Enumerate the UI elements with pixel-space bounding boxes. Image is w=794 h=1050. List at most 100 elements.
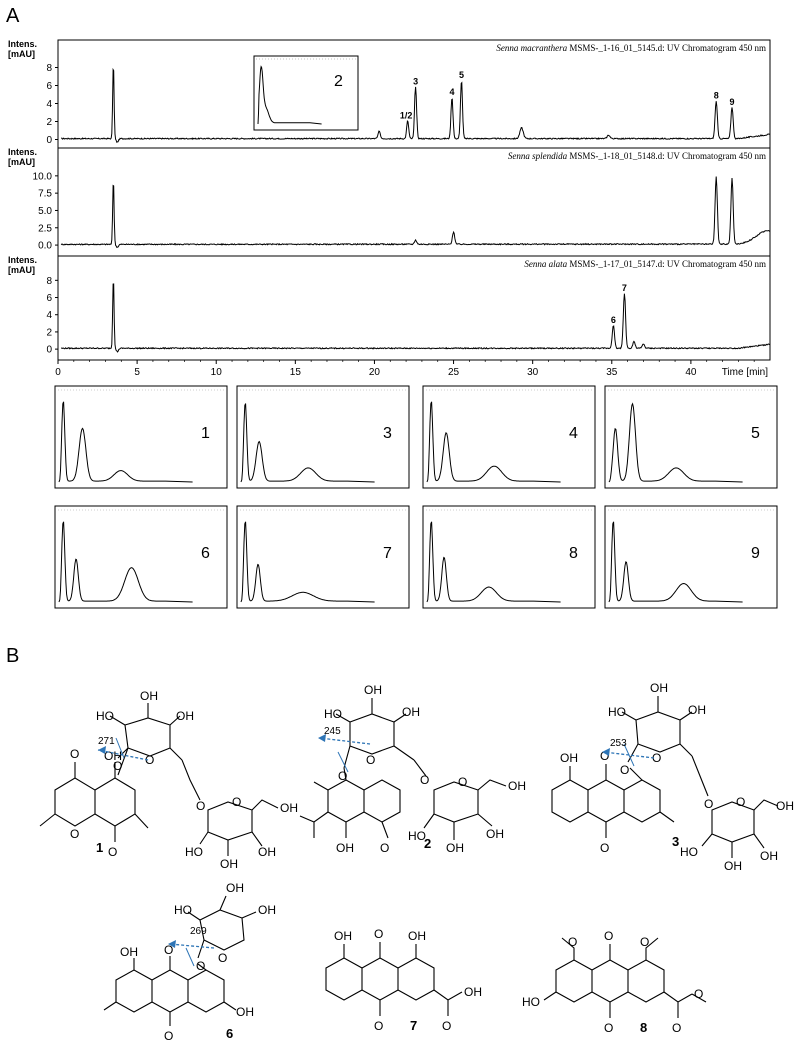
atom-label: OH: [364, 683, 382, 697]
structure-compound-3: HO OH OH O O O O OH HO OH OH OH O O 253: [551, 681, 794, 873]
structure-panel: HO OH OH O O O O OH HO OH OH O OH O O: [39, 681, 794, 1043]
chromatogram-title: Senna alata MSMS-_1-17_01_5147.d: UV Chr…: [524, 259, 766, 269]
y-tick-label: 8: [46, 276, 52, 287]
uv-spectrum-label: 6: [201, 545, 210, 562]
fragment-mass: 269: [190, 926, 207, 937]
atom-label: OH: [446, 841, 464, 855]
atom-label: O: [108, 845, 117, 859]
atom-label: O: [640, 935, 649, 949]
y-axis-label: Intens.: [8, 147, 37, 157]
atom-label: HO: [408, 829, 426, 843]
chromatogram-frame: [57, 255, 771, 361]
aromatic-ring: [151, 969, 189, 1013]
aromatic-ring: [361, 957, 399, 1001]
bond-set: [299, 767, 389, 839]
aromatic-ring: [115, 969, 153, 1013]
atom-label: O: [600, 749, 609, 763]
atom-label: OH: [336, 841, 354, 855]
y-tick-label: 6: [46, 293, 52, 304]
atom-label: O: [694, 987, 703, 1001]
bond-set: [569, 764, 675, 838]
structure-compound-1: HO OH OH O O O O OH HO OH OH O OH O O: [39, 689, 298, 871]
x-tick-label: 25: [448, 367, 460, 378]
aromatic-ring: [587, 779, 625, 823]
atom-label: OH: [176, 709, 194, 723]
uv-spectrum-trace: [58, 401, 193, 483]
glucose-ring: [207, 801, 253, 841]
glucose-ring: [433, 781, 479, 823]
atom-label: OH: [334, 929, 352, 943]
atom-label: OH: [140, 689, 158, 703]
bond-set: [691, 755, 709, 797]
atom-label: OH: [776, 799, 794, 813]
atom-label: OH: [724, 859, 742, 873]
bond-set: [701, 799, 779, 858]
uv-spectrum-trace: [608, 402, 743, 483]
chromatogram-title: Senna macranthera MSMS-_1-16_01_5145.d: …: [496, 43, 766, 53]
atom-label: HO: [174, 903, 192, 917]
bond-set: [103, 956, 237, 1026]
compound-label: 8: [640, 1020, 647, 1035]
atom-label: OH: [560, 751, 578, 765]
compound-label: 6: [226, 1026, 233, 1041]
uv-spectrum-trace: [608, 521, 743, 603]
atom-label: O: [620, 763, 629, 777]
uv-spectrum-label: 1: [201, 425, 210, 442]
uv-spectrum-box: [236, 505, 410, 609]
uv-spectrum-trace: [240, 403, 375, 483]
atom-label: O: [380, 841, 389, 855]
atom-label: O: [420, 773, 429, 787]
peak-label: 4: [449, 87, 454, 97]
uv-spectrum-box: [236, 385, 410, 489]
inset-spectrum-label: 2: [334, 73, 343, 90]
panel-label-a: A: [6, 5, 20, 27]
y-axis-label: [mAU]: [8, 265, 35, 275]
bond-set: [181, 759, 201, 801]
atom-label: OH: [258, 903, 276, 917]
atom-label: O: [374, 927, 383, 941]
atom-label: O: [164, 1029, 173, 1043]
atom-label: O: [442, 1019, 451, 1033]
cleavage-line: [185, 947, 195, 967]
y-tick-label: 6: [46, 81, 52, 92]
x-tick-label: 20: [369, 367, 381, 378]
aromatic-ring: [397, 957, 435, 1001]
peak-label: 7: [622, 283, 627, 293]
atom-label: O: [604, 1021, 613, 1035]
peak-label: 1/2: [400, 111, 413, 121]
fragment-mass: 271: [98, 736, 115, 747]
atom-label: OH: [220, 857, 238, 871]
atom-label: OH: [464, 985, 482, 999]
compound-label: 7: [410, 1018, 417, 1033]
atom-label: O: [600, 841, 609, 855]
atom-label: OH: [236, 1005, 254, 1019]
arrow-head-icon: [168, 940, 176, 948]
x-tick-label: 5: [134, 367, 140, 378]
y-axis-label: [mAU]: [8, 49, 35, 59]
uv-spectrum-box: [604, 385, 778, 489]
x-tick-label: 40: [685, 367, 697, 378]
uv-spectrum-trace: [426, 521, 561, 603]
x-tick-label: 30: [527, 367, 539, 378]
bond-set: [335, 698, 415, 769]
glucose-ring: [635, 711, 681, 753]
atom-label: HO: [522, 995, 540, 1009]
arrow-head-icon: [602, 748, 610, 756]
fragment-mass: 245: [324, 726, 341, 737]
y-tick-label: 0: [46, 135, 52, 146]
atom-label: O: [374, 1019, 383, 1033]
y-tick-label: 2: [46, 327, 52, 338]
aromatic-ring: [54, 777, 96, 827]
atom-label: O: [568, 935, 577, 949]
atom-label: O: [704, 797, 713, 811]
compound-label: 2: [424, 836, 431, 851]
atom-label: O: [145, 753, 154, 767]
peak-label: 5: [459, 70, 464, 80]
structure-compound-7: OH O OH O O OH 7: [325, 927, 482, 1033]
x-tick-label: 35: [606, 367, 618, 378]
atom-label: O: [366, 753, 375, 767]
atom-label: O: [70, 747, 79, 761]
y-tick-label: 7.5: [38, 189, 52, 200]
uv-spectrum-trace: [240, 521, 375, 603]
